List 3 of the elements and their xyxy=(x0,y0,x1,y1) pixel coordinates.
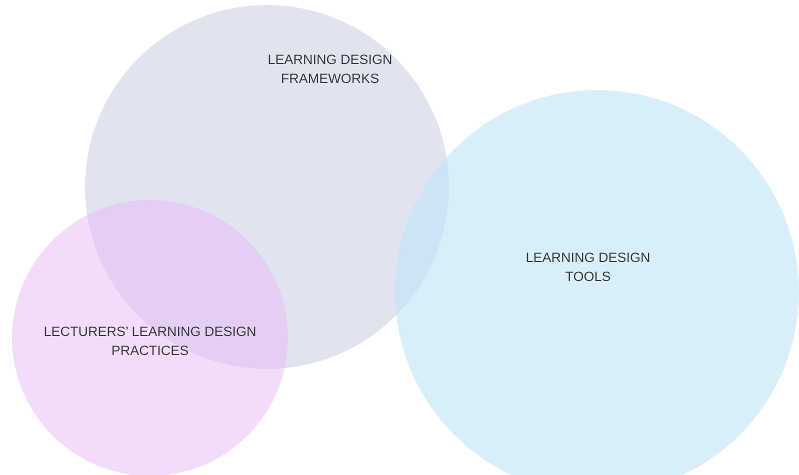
circle-label: LECTURERS’ LEARNING DESIGN PRACTICES xyxy=(42,323,258,360)
circle-label: LEARNING DESIGN TOOLS xyxy=(524,249,652,286)
circle-label: LEARNING DESIGN FRAMEWORKS xyxy=(266,51,394,88)
